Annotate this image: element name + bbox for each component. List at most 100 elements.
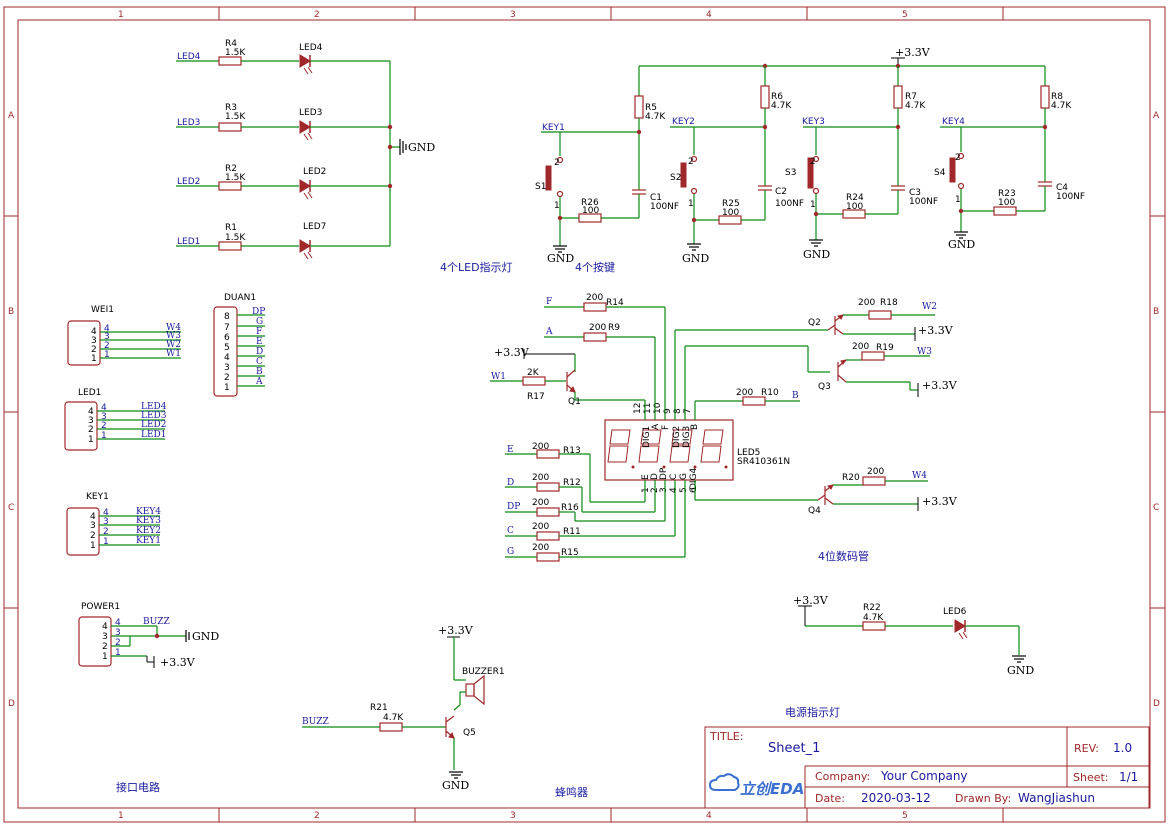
title-block: TITLE: Sheet_1 REV: 1.0 Company: Your Co…: [704, 726, 1150, 809]
pin-pwr-1: 1: [102, 652, 108, 662]
connector-wei1: WEI1 4 3 2 1 4 3 2 1 W4 W3 W2 W1: [67, 305, 181, 366]
net-w4-seg: W4: [912, 471, 927, 481]
pin-s2-2: 2: [688, 157, 694, 167]
col-label-5: 5: [902, 10, 908, 20]
pinname-dig3: DIG3: [682, 426, 692, 448]
resistor-r14: [583, 302, 607, 312]
net-led1-c: LED1: [141, 430, 167, 440]
gnd-label-k3: GND: [803, 248, 830, 261]
company-value: Your Company: [880, 769, 968, 783]
connector-duan1: DUAN1 8 7 6 5 4 3 2 1 DP G F E D C B A: [213, 293, 265, 397]
date-label: Date:: [815, 792, 845, 805]
pinname-f: F: [661, 425, 671, 430]
pin-s1-1: 1: [554, 201, 560, 211]
ref-led7: LED7: [303, 222, 326, 232]
ref-led5: LED5: [737, 448, 760, 458]
col-label-1b: 1: [118, 811, 124, 821]
net-c-seg: C: [507, 526, 514, 536]
pinname-d: D: [650, 473, 660, 480]
col-label-3b: 3: [510, 811, 516, 821]
ref-q1: Q1: [568, 397, 581, 407]
val-r23: 100: [998, 198, 1015, 208]
net-buzz-c: BUZZ: [143, 617, 170, 627]
col-label-4: 4: [706, 10, 712, 20]
pinname-g: G: [679, 473, 689, 480]
net-key3-c: KEY3: [136, 516, 161, 526]
val-r19: 200: [852, 342, 869, 352]
pin-9: 9: [663, 408, 673, 414]
net-g: G: [256, 317, 263, 327]
ref-s2: S2: [670, 173, 681, 183]
ref-r15: R15: [561, 548, 579, 558]
vcc-label-q4: +3.3V: [922, 495, 958, 508]
net-f: F: [256, 327, 262, 337]
ref-power1: POWER1: [81, 602, 120, 612]
pinnum-pwr-4: 4: [115, 618, 121, 628]
ref-key1conn: KEY1: [86, 492, 109, 502]
pin-duan-2: 2: [224, 373, 230, 383]
pin-key-2: 2: [90, 531, 96, 541]
pin-pwr-3: 3: [102, 632, 108, 642]
pin-key-1: 1: [90, 541, 96, 551]
rev-value: 1.0: [1113, 741, 1132, 755]
ref-r7: R7: [905, 92, 917, 102]
title-label: TITLE:: [709, 730, 743, 743]
ref-q2: Q2: [808, 318, 821, 328]
ref-led6: LED6: [943, 607, 967, 617]
ref-r26: R26: [581, 198, 599, 208]
net-e: E: [256, 337, 263, 347]
net-dp-seg: DP: [507, 502, 520, 512]
gnd-label-k1: GND: [547, 252, 574, 265]
ref-r11: R11: [563, 527, 581, 537]
val-r3: 1.5K: [225, 112, 246, 122]
net-key1-c: KEY1: [136, 536, 161, 546]
pinnum-pwr-3: 3: [115, 628, 121, 638]
seg-bottom-pins: 1 2 3 4 5 6 E D DP C G DIG4: [641, 467, 699, 493]
resistor-r17: [522, 376, 546, 386]
vcc-label-q1: +3.3V: [494, 346, 530, 359]
pin-duan-7: 7: [224, 323, 230, 333]
pin-key-4: 4: [90, 512, 96, 522]
led6-icon: [954, 619, 968, 640]
pin-4: 4: [669, 487, 679, 493]
resistor-r11: [536, 531, 560, 541]
pin-duan-3: 3: [224, 363, 230, 373]
val-r26: 100: [582, 206, 599, 216]
ref-r6: R6: [771, 92, 783, 102]
net-w4: W4: [166, 323, 181, 333]
ref-r19: R19: [876, 343, 894, 353]
gnd-label-k2: GND: [682, 252, 709, 265]
sheet-label: Sheet:: [1073, 771, 1109, 784]
buzzer-block: +3.3V BUZZER1 R21 4.7K BUZZ Q5 GND 蜂鸣器: [302, 624, 588, 799]
gnd-label-buz: GND: [442, 779, 469, 792]
val-r7: 4.7K: [905, 101, 926, 111]
resistor-r18: [868, 310, 892, 320]
net-w2: W2: [166, 340, 181, 350]
ref-r3: R3: [225, 103, 237, 113]
ref-r17: R17: [527, 392, 545, 402]
pin-led-4: 4: [88, 407, 94, 417]
drawing-frame: 1 2 3 4 5 1 2 3 4 5 A B C D A B C D: [3, 6, 1166, 823]
row-label-d-r: D: [1153, 699, 1160, 709]
sheet-value: 1/1: [1119, 770, 1138, 784]
ref-r14: R14: [606, 298, 624, 308]
drawn-label: Drawn By:: [955, 792, 1011, 805]
val-r4: 1.5K: [225, 48, 246, 58]
ref-led1conn: LED1: [78, 388, 101, 398]
val-r15: 200: [532, 543, 549, 553]
pinnum-pwr-1: 1: [115, 648, 121, 658]
row-label-b-r: B: [1153, 307, 1159, 317]
ref-r20: R20: [842, 473, 860, 483]
section-title-buzzer: 蜂鸣器: [555, 785, 588, 799]
row-label-b: B: [8, 307, 14, 317]
pin-7: 7: [683, 408, 693, 414]
resistor-r8: [1040, 85, 1050, 109]
seven-segment-block: LED5 SR410361N 12 11 10 9 8 7 DIG1 A F D…: [490, 293, 958, 563]
net-led4: LED4: [177, 52, 201, 62]
pinname-dig4: DIG4: [689, 467, 699, 490]
ref-s1: S1: [535, 182, 546, 192]
net-w3-seg: W3: [917, 347, 932, 357]
pinname-dig2: DIG2: [672, 426, 682, 448]
val-r18: 200: [858, 298, 875, 308]
